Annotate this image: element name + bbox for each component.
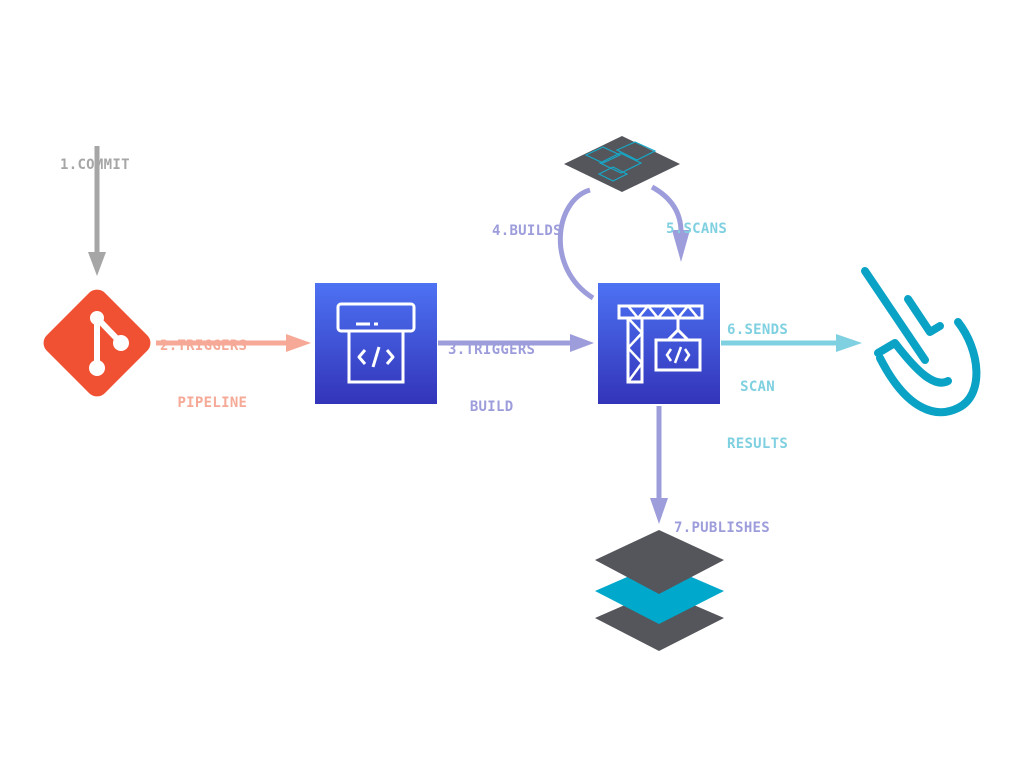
image-registry-icon [595,530,724,651]
publishes-label-text: 7.PUBLISHES [674,520,771,536]
scanner-icon [861,267,981,417]
step-scans-label: 5.SCANS [666,182,727,258]
sends-results-line-1: 6.SENDS [727,322,789,338]
triggers-pipeline-arrow [156,334,311,352]
step-triggers-pipeline-label: 2.TRIGGERS PIPELINE [160,299,247,432]
sends-results-line-3: RESULTS [727,436,789,452]
step-triggers-build-label: 3.TRIGGERS BUILD [448,303,535,436]
step-sends-results-label: 6.SENDS SCAN RESULTS [727,283,788,473]
scans-label-text: 5.SCANS [666,221,728,237]
commit-arrow [88,146,106,276]
codepipeline-icon [315,283,437,404]
builds-label-text: 4.BUILDS [492,223,562,239]
builds-loop-arrow [557,187,595,301]
triggers-build-line-2: BUILD [469,399,514,415]
publishes-arrow [650,406,668,524]
triggers-pipeline-line-1: 2.TRIGGERS [160,338,248,354]
triggers-build-arrow [438,334,594,352]
container-image-icon [564,136,680,192]
git-icon [43,289,151,397]
triggers-build-line-1: 3.TRIGGERS [448,342,536,358]
triggers-pipeline-line-2: PIPELINE [177,395,248,411]
commit-label-text: 1.COMMIT [60,157,130,173]
sends-results-arrow [721,334,862,352]
codebuild-icon [598,283,720,404]
step-commit-label: 1.COMMIT [60,118,130,194]
sends-results-line-2: SCAN [740,379,776,395]
scans-arrow [650,184,690,262]
step-builds-label: 4.BUILDS [492,184,562,260]
step-publishes-label: 7.PUBLISHES [674,481,770,557]
